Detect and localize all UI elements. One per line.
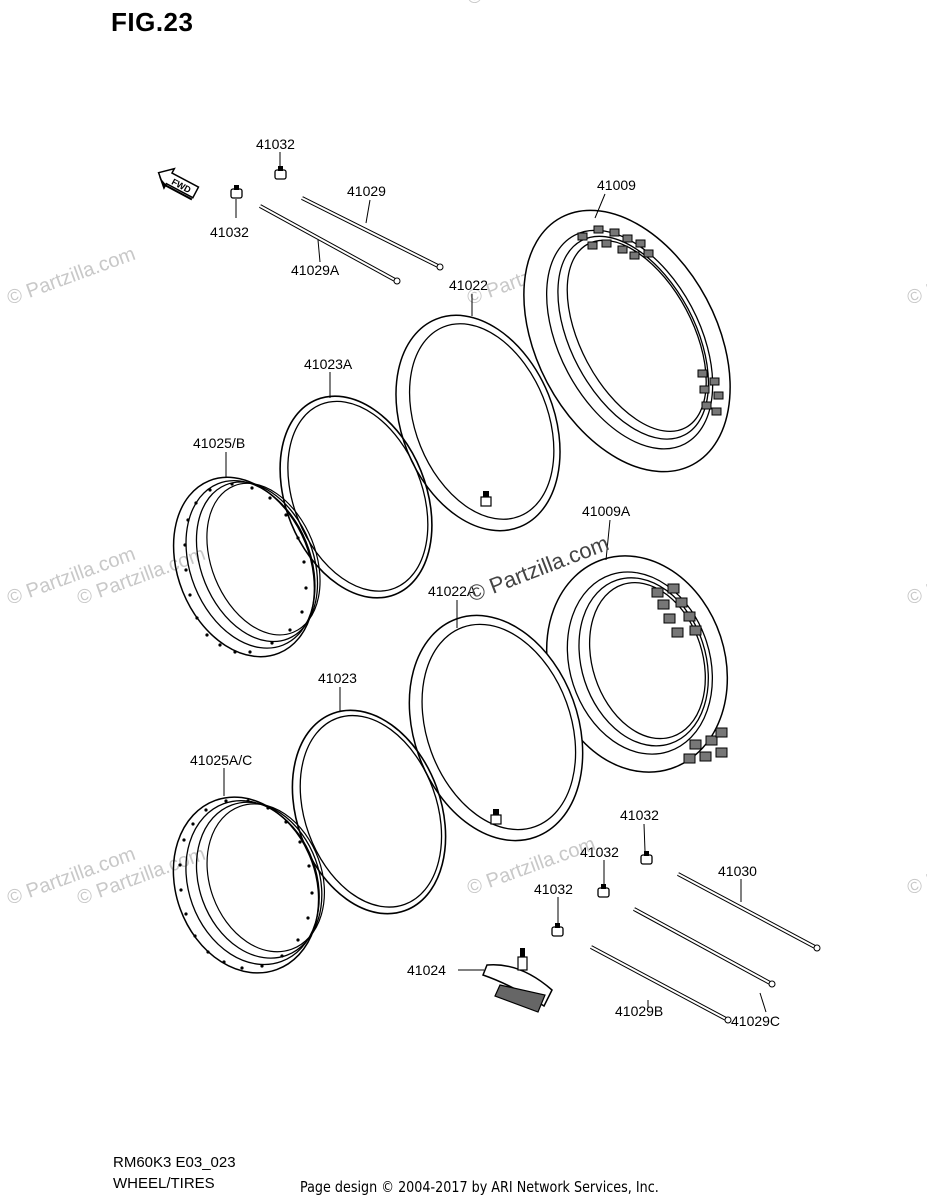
tire-41009 [523,209,731,473]
watermark: © Partzilla.com [904,243,927,310]
watermark: © Partzilla.com [464,0,598,10]
diagram-code: RM60K3 E03_023 [113,1154,236,1171]
part-label: 41029 [347,183,386,199]
part-label: 41025A/C [190,752,252,768]
part-label: 41032 [256,136,295,152]
rim-spoke-holes [183,482,308,654]
spoke-41030 [677,872,821,952]
figure-title: FIG.23 [111,7,194,37]
part-label: 41032 [620,807,659,823]
part-label: 41009 [597,177,636,193]
spoke-nipple-icon [640,851,653,865]
fwd-arrow-icon: FWD [157,167,200,201]
watermark: © Partzilla.com [4,243,138,310]
part-label: 41024 [407,962,446,978]
part-label: 41009A [582,503,631,519]
valve-stem-icon [490,809,502,825]
part-label: 41030 [718,863,757,879]
spoke-nipple-icon [551,923,564,937]
copyright-notice: Page design © 2004-2017 by ARI Network S… [300,1178,659,1196]
spoke-41029 [301,196,444,271]
spoke-nipple-icon [230,185,243,199]
leader-lines [223,152,767,1013]
section-title: WHEEL/TIRES [113,1175,215,1192]
part-label: 41029B [615,1003,663,1019]
valve-stem-icon [480,491,492,507]
part-label: 41029C [731,1013,780,1029]
rim-spoke-holes [178,799,314,970]
spoke-41029C [633,907,776,988]
tube-41022A [408,614,584,842]
tire-41009A [545,555,729,773]
part-label: 41025/B [193,435,245,451]
tube-41022 [395,314,561,532]
watermark: © Partzilla.com [904,543,927,610]
watermark: © Partzilla.com [904,833,927,900]
part-label: 41022A [428,583,477,599]
tire-tread-knobs [651,583,728,764]
rim-lock-41024 [482,948,553,1013]
part-label: 41029A [291,262,340,278]
part-label: 41022 [449,277,488,293]
spoke-41029B [590,945,732,1024]
part-label: 41023 [318,670,357,686]
spoke-nipple-icon [274,166,287,180]
part-label: 41032 [580,844,619,860]
rim-41025AC [172,796,326,974]
spoke-41029A [259,204,401,285]
rim-41025B [172,476,321,658]
part-label: 41032 [210,224,249,240]
part-label: 41023A [304,356,353,372]
part-label: 41032 [534,881,573,897]
watermark: © Partzilla.com [464,833,598,900]
spoke-nipple-icon [597,884,610,898]
tire-tread-knobs [577,225,724,416]
